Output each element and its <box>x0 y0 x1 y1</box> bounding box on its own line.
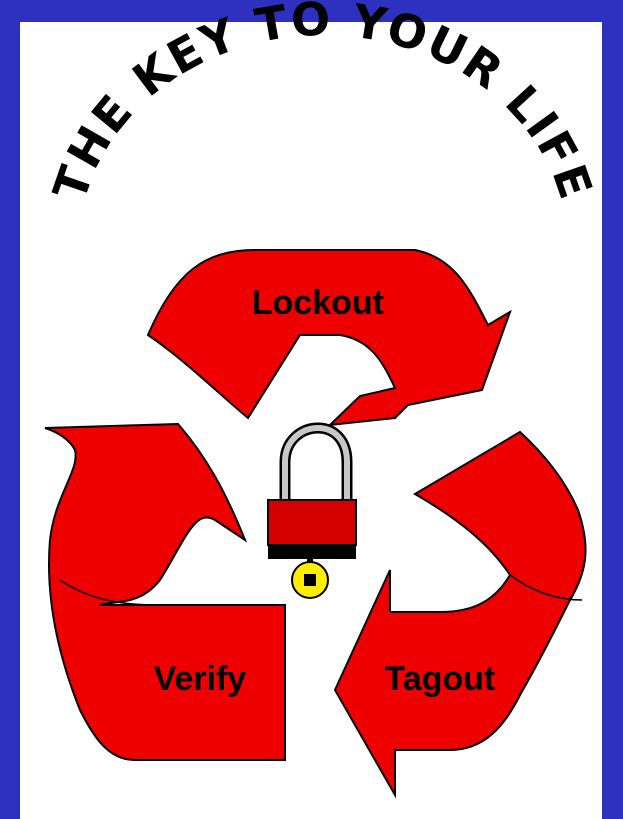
key-icon <box>292 557 328 598</box>
lockout-label: Lockout <box>252 284 384 322</box>
verify-label: Verify <box>154 660 247 698</box>
padlock-icon <box>268 428 356 559</box>
slogan-textpath: THE KEY TO YOUR LIFE <box>42 0 603 207</box>
tagout-arrow <box>335 432 586 795</box>
tagout-label: Tagout <box>385 660 496 698</box>
slogan-text: THE KEY TO YOUR LIFE <box>42 0 603 207</box>
lockout-arrow <box>148 250 510 425</box>
